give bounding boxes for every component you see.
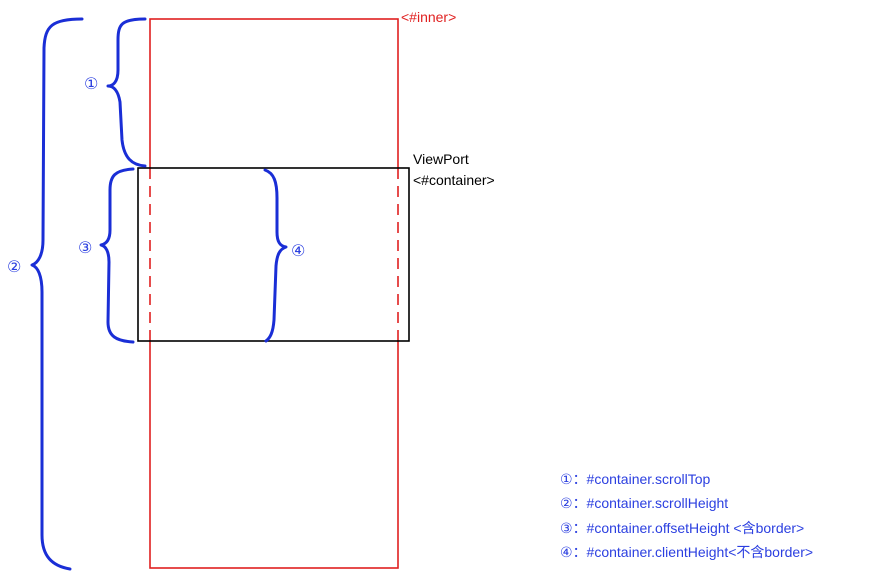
legend-text-2: ：#container.scrollHeight xyxy=(573,495,729,511)
legend: ①：#container.scrollTop ②：#container.scro… xyxy=(560,471,813,560)
legend-item-2: ②：#container.scrollHeight xyxy=(560,495,728,511)
brace-scrolltop xyxy=(106,17,147,168)
brace-scrollheight xyxy=(30,17,84,571)
brace-offsetheight xyxy=(99,167,135,344)
marker-2: ② xyxy=(7,259,21,276)
container-label: <#container> xyxy=(413,172,495,188)
legend-text-3: ：#container.offsetHeight <含border> xyxy=(573,520,805,536)
legend-item-1: ①：#container.scrollTop xyxy=(560,471,711,487)
brace-clientheight xyxy=(263,168,288,343)
legend-item-3: ③：#container.offsetHeight <含border> xyxy=(560,520,804,536)
legend-text-4: ：#container.clientHeight<不含border> xyxy=(573,544,813,560)
legend-marker-1: ① xyxy=(560,471,573,487)
container-viewport-box xyxy=(137,167,410,342)
legend-marker-3: ③ xyxy=(560,520,573,536)
marker-4: ④ xyxy=(291,243,305,260)
marker-3: ③ xyxy=(78,240,92,257)
legend-text-1: ：#container.scrollTop xyxy=(573,471,711,487)
marker-1: ① xyxy=(84,76,98,93)
viewport-label: ViewPort xyxy=(413,151,469,167)
legend-item-4: ④：#container.clientHeight<不含border> xyxy=(560,544,813,560)
legend-marker-4: ④ xyxy=(560,544,573,560)
legend-marker-2: ② xyxy=(560,495,573,511)
inner-label: <#inner> xyxy=(401,9,456,25)
